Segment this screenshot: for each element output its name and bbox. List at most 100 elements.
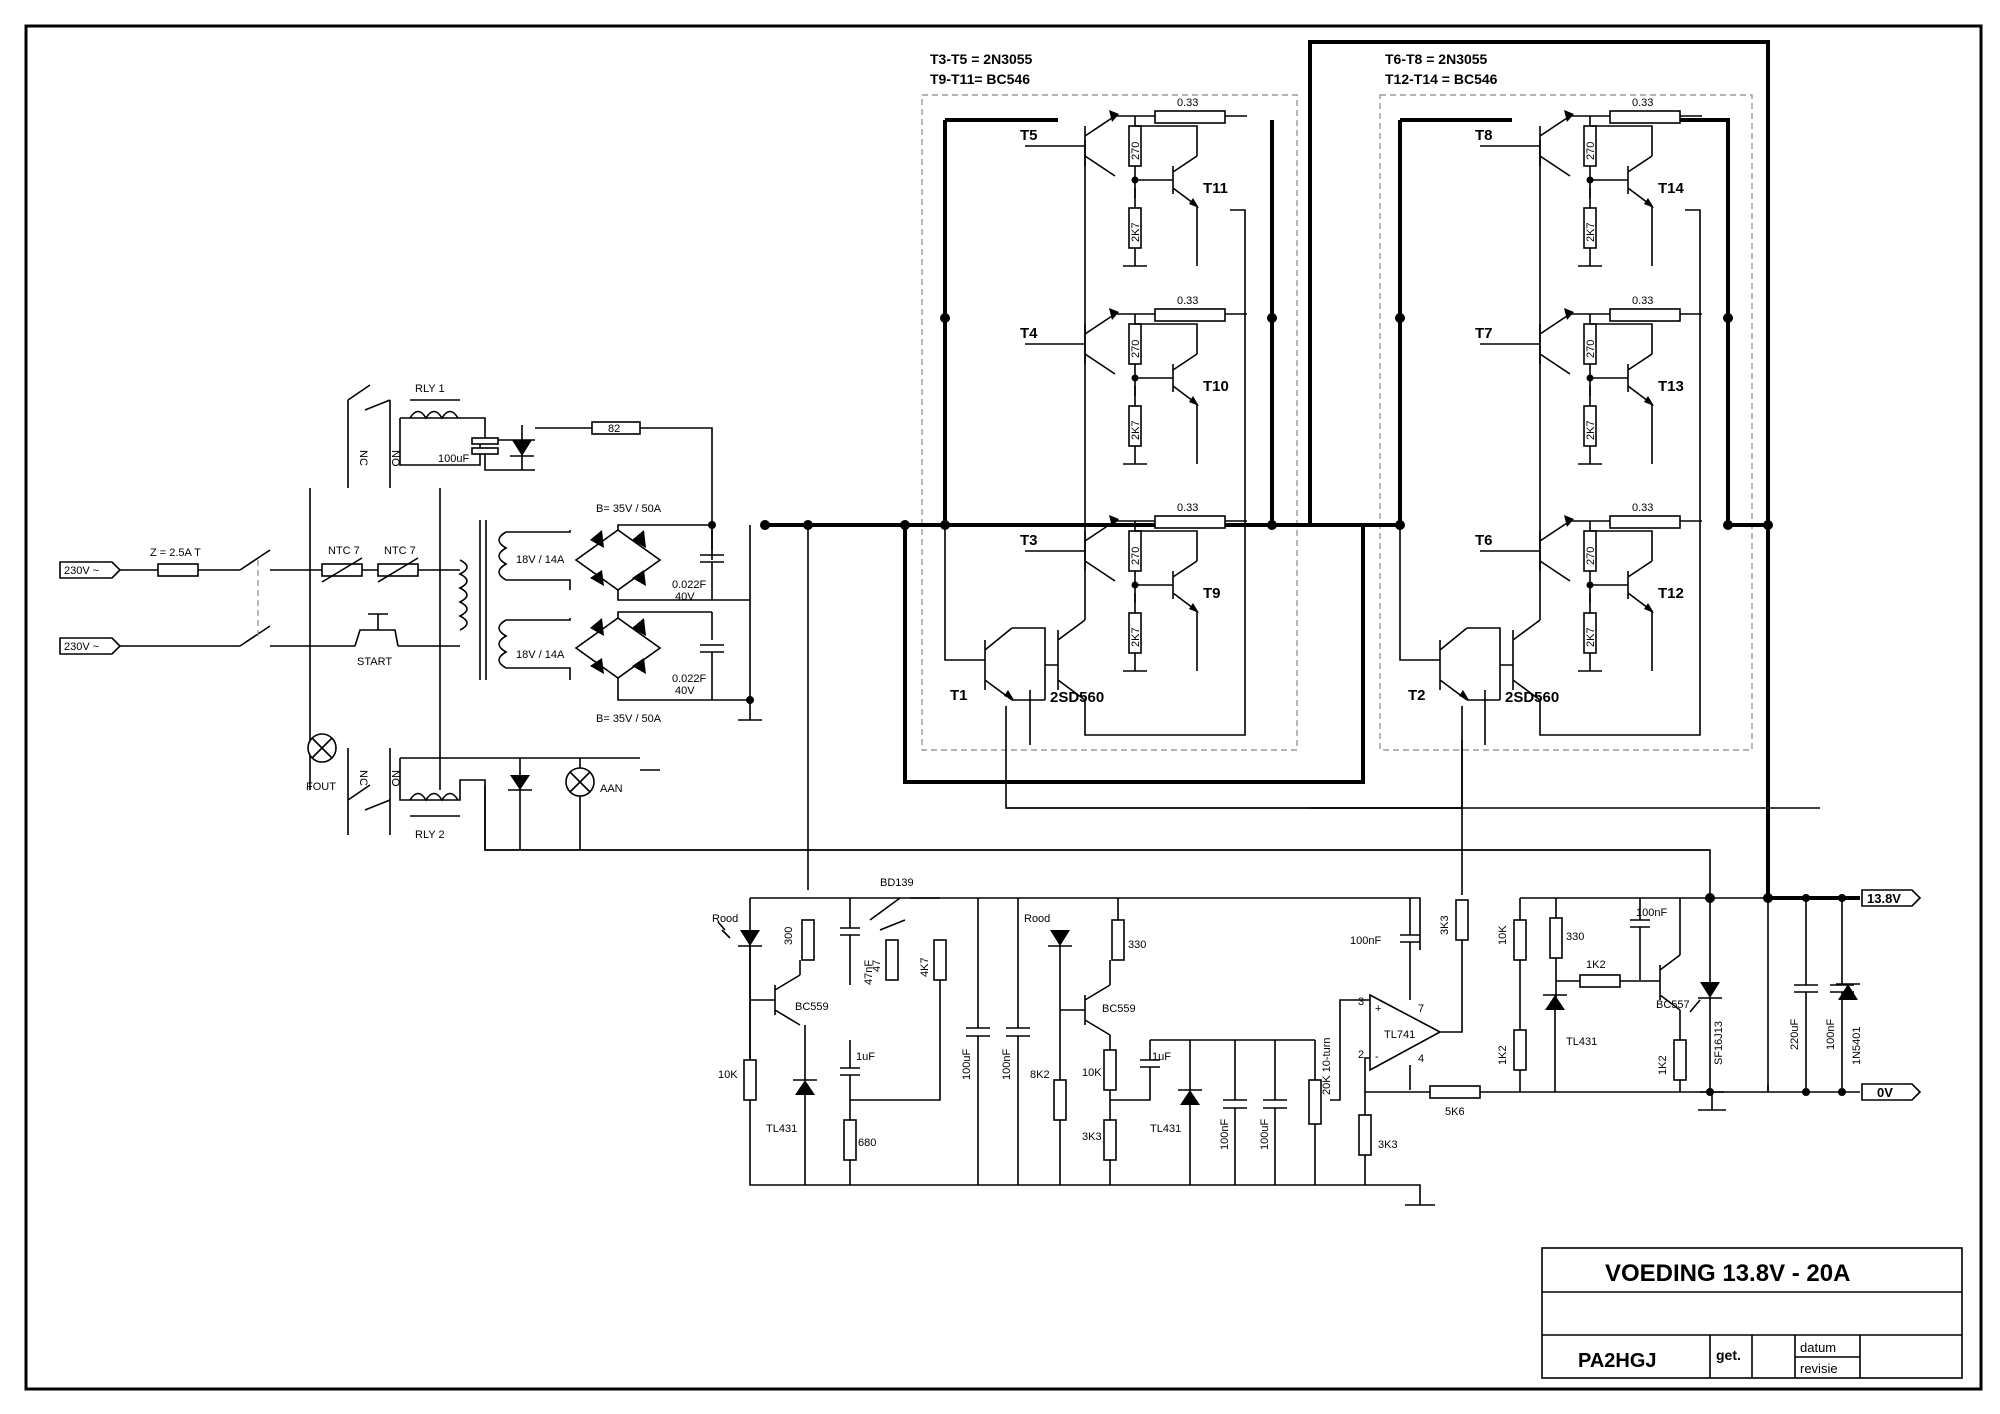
relay-res-label: 82 — [608, 423, 620, 435]
crowbar-r1k2b-label: 1K2 — [1497, 1045, 1509, 1065]
pot-label: 20K 10-turn — [1321, 1038, 1333, 1095]
contact-nc-2: NC — [357, 770, 369, 786]
power-transistor-label: T5 — [1020, 127, 1038, 144]
contact-no-2: NO — [389, 770, 401, 787]
relay-cap-label: 100uF — [438, 453, 469, 465]
sheet-border — [24, 24, 1983, 1391]
driver-t1 — [944, 140, 1820, 809]
group-a-line2: T9-T11= BC546 — [930, 71, 1030, 87]
label-2sd560-b: 2SD560 — [1505, 689, 1559, 706]
label-2sd560-a: 2SD560 — [1050, 689, 1104, 706]
lamp-on-label: AAN — [600, 783, 623, 795]
lamp-fault-label: FOUT — [306, 781, 336, 793]
r3k3-1-label: 3K3 — [1082, 1131, 1102, 1143]
module-box-a — [921, 94, 1298, 751]
emitter-resistor-label: 0.33 — [1177, 295, 1198, 307]
emitter-resistor-label: 0.33 — [1632, 295, 1653, 307]
c100u-1-label: 100uF — [961, 1049, 973, 1080]
base-resistor-top-label: 270 — [1130, 547, 1142, 565]
cap-1-value: 0.022F — [672, 579, 707, 591]
get-text: get. — [1716, 1347, 1741, 1363]
c100n-2-label: 100nF — [1219, 1119, 1231, 1150]
opamp-pin2: 2 — [1358, 1049, 1364, 1061]
bridge-1-label: B= 35V / 50A — [596, 503, 662, 515]
mains-section: 230V ~ 230V ~ Z = 2.5A T NTC 7 NTC 7 STA… — [59, 383, 1710, 851]
base-resistor-bottom-label: 2K7 — [1130, 222, 1142, 242]
output-ground-terminal[interactable]: 0V — [1861, 1083, 1922, 1101]
label-t2: T2 — [1408, 687, 1426, 704]
emitter-resistor-label: 0.33 — [1632, 97, 1653, 109]
start-label: START — [357, 656, 392, 668]
r5k6-label: 5K6 — [1445, 1106, 1465, 1118]
crowbar-c100n-label: 100nF — [1636, 907, 1667, 919]
title-text: VOEDING 13.8V - 20A — [1605, 1260, 1850, 1287]
emitter-resistor-label: 0.33 — [1177, 97, 1198, 109]
c1u-2-label: 1uF — [1152, 1051, 1171, 1063]
rail-junctions — [760, 313, 1773, 903]
crowbar-r1k2c-label: 1K2 — [1657, 1055, 1669, 1075]
bridge-2-label: B= 35V / 50A — [596, 713, 662, 725]
power-transistor-label: T6 — [1475, 532, 1493, 549]
contact-nc-1: NC — [357, 450, 369, 466]
base-resistor-bottom-label: 2K7 — [1585, 420, 1597, 440]
winding-1-label: 18V / 14A — [516, 554, 565, 566]
datum-text: datum — [1800, 1340, 1836, 1355]
base-resistor-top-label: 270 — [1130, 142, 1142, 160]
c47n-label: 47nF — [863, 960, 875, 985]
small-transistor-label: T9 — [1203, 585, 1221, 602]
base-resistor-bottom-label: 2K7 — [1130, 627, 1142, 647]
driver-t2 — [1310, 140, 1701, 809]
opamp-pin7: 7 — [1418, 1003, 1424, 1015]
relay-2-label: RLY 2 — [415, 829, 445, 841]
bc559-1-label: BC559 — [795, 1001, 829, 1013]
small-transistor-label: T12 — [1658, 585, 1684, 602]
revisie-text: revisie — [1800, 1361, 1838, 1376]
power-transistor-label: T7 — [1475, 325, 1493, 342]
ntc-2-label: NTC 7 — [384, 545, 416, 557]
small-transistor-label: T13 — [1658, 378, 1684, 395]
crowbar-tl431-label: TL431 — [1566, 1036, 1597, 1048]
r680-label: 680 — [858, 1137, 876, 1149]
output-positive-terminal[interactable]: 13.8V — [1861, 889, 1922, 907]
r330-label: 330 — [1128, 939, 1146, 951]
c100u-2-label: 100uF — [1259, 1119, 1271, 1150]
c100n-3-label: 100nF — [1350, 935, 1381, 947]
power-rails — [765, 40, 1860, 900]
opamp-pin3: 3 — [1358, 996, 1364, 1008]
tl431-1-label: TL431 — [766, 1123, 797, 1135]
winding-2-label: 18V / 14A — [516, 649, 565, 661]
emitter-resistor-label: 0.33 — [1632, 502, 1653, 514]
author-text: PA2HGJ — [1578, 1350, 1657, 1372]
power-transistor-label: T8 — [1475, 127, 1493, 144]
crowbar-r330-label: 330 — [1566, 931, 1584, 943]
small-transistor-label: T14 — [1658, 180, 1685, 197]
r300-label: 300 — [783, 927, 795, 945]
c1u-1-label: 1uF — [856, 1051, 875, 1063]
transformer-section: 18V / 14A 18V / 14A B= 35V / 50A B= 35V … — [440, 503, 762, 725]
r3k3-2-label: 3K3 — [1378, 1139, 1398, 1151]
bd139-label: BD139 — [880, 877, 914, 889]
c100n-out-label: 100nF — [1825, 1019, 1837, 1050]
mains-input-2: 230V ~ — [64, 641, 99, 653]
power-stages: T5T110.332702K7T4T100.332702K7T3T90.3327… — [1020, 97, 1703, 672]
output-ground-label: 0V — [1877, 1085, 1893, 1100]
small-transistor-label: T11 — [1203, 180, 1228, 197]
relay-1-label: RLY 1 — [415, 383, 445, 395]
opamp-pin4: 4 — [1418, 1053, 1424, 1065]
contact-no-1: NO — [389, 450, 401, 467]
opamp-label: TL741 — [1384, 1029, 1415, 1041]
ntc-1-label: NTC 7 — [328, 545, 360, 557]
output-positive-label: 13.8V — [1867, 891, 1901, 906]
diode-label: 1N5401 — [1851, 1026, 1863, 1065]
base-resistor-bottom-label: 2K7 — [1130, 420, 1142, 440]
crowbar-section: 10K 330 100nF 1K2 BC557 TL431 1K2 1K2 SF… — [1497, 894, 1863, 1111]
emitter-resistor-label: 0.33 — [1177, 502, 1198, 514]
bc557-label: BC557 — [1656, 999, 1690, 1011]
base-resistor-top-label: 270 — [1130, 340, 1142, 358]
crowbar-r1k2a-label: 1K2 — [1586, 959, 1606, 971]
c220u-label: 220uF — [1789, 1019, 1801, 1050]
c100n-1-label: 100nF — [1001, 1049, 1013, 1080]
opamp-minus: - — [1375, 1051, 1379, 1063]
tl431-2-label: TL431 — [1150, 1123, 1181, 1135]
